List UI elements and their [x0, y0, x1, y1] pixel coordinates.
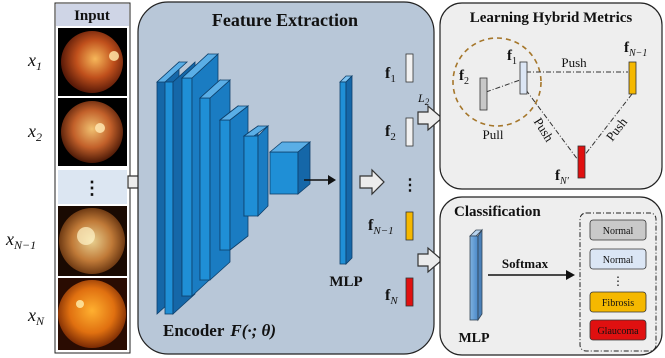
metric-node-f2 — [479, 77, 488, 111]
input-header — [56, 4, 129, 26]
classification-mlp-label: MLP — [458, 331, 490, 346]
class-box-1 — [589, 219, 647, 241]
pull-circle — [452, 37, 542, 127]
input-panel: Input — [54, 2, 131, 354]
metrics-title: Learning Hybrid Metrics — [470, 10, 633, 26]
input-labels: x1 x2 ⋮ xN−1 xN — [5, 50, 101, 328]
l2-label: L2 — [417, 91, 430, 107]
input-image-2 — [58, 98, 127, 166]
class-label-2: Normal — [603, 255, 634, 266]
feature-vector-5 — [405, 277, 414, 307]
feature-label-1: f1 — [385, 65, 396, 85]
input-label-1: x1 — [27, 50, 42, 73]
arrow-to-classification — [417, 246, 443, 274]
metric-node-fn — [577, 145, 586, 179]
metric-node-fn1 — [628, 61, 637, 95]
metric-label-fn: fN′ — [555, 168, 570, 187]
feature-extraction-title: Feature Extraction — [212, 10, 358, 30]
feature-ellipsis: ⋮ — [402, 177, 418, 194]
softmax-label: Softmax — [502, 256, 549, 271]
arrow-to-metrics: L2 — [417, 91, 443, 132]
feature-extraction-panel: Feature Extraction — [137, 1, 435, 355]
input-image-4 — [58, 278, 127, 350]
metric-node-f1 — [519, 61, 528, 95]
input-title: Input — [74, 8, 110, 24]
metrics-panel: Learning Hybrid Metrics f2 f1 fN−1 fN′ P… — [439, 2, 663, 190]
feature-label-4: fN−1 — [368, 217, 394, 237]
class-ellipsis: ⋮ — [612, 274, 624, 288]
feature-vector-4 — [405, 211, 414, 241]
input-label-4: xN — [27, 305, 45, 328]
class-label-4: Fibrosis — [602, 298, 634, 309]
metric-label-f2: f2 — [459, 68, 469, 87]
class-label-1: Normal — [603, 226, 634, 237]
push-label-top: Push — [561, 55, 587, 70]
metric-label-fn1: fN−1 — [624, 40, 647, 59]
metric-label-f1: f1 — [507, 48, 517, 67]
input-ellipsis: ⋮ — [83, 178, 101, 198]
class-list-frame — [579, 212, 657, 352]
feature-mlp-label: MLP — [329, 274, 362, 290]
input-image-3 — [58, 206, 127, 276]
classification-mlp-bar — [469, 228, 483, 322]
feature-label-2: f2 — [385, 123, 396, 143]
classification-panel: Classification MLP Softmax Normal Normal… — [439, 196, 663, 356]
metric-connectors — [485, 71, 633, 161]
input-label-2: x2 — [27, 121, 42, 144]
input-ellipsis-bg — [58, 170, 127, 204]
feature-vectors: f1 f2 ⋮ fN−1 fN — [368, 53, 418, 307]
class-box-2 — [589, 248, 647, 270]
class-box-5 — [589, 319, 647, 341]
pull-label: Pull — [483, 127, 504, 142]
class-label-5: Glaucoma — [597, 326, 639, 337]
input-image-1 — [58, 28, 127, 96]
encoder-network — [155, 53, 312, 315]
feature-label-5: fN — [385, 287, 398, 307]
feature-vector-1 — [405, 53, 414, 83]
feature-vector-2 — [405, 117, 414, 147]
classification-title: Classification — [454, 204, 541, 220]
feature-mlp-bar — [339, 75, 353, 265]
input-label-3: xN−1 — [5, 229, 36, 252]
arrow-mlp-to-features — [359, 168, 385, 196]
class-box-4 — [589, 291, 647, 313]
